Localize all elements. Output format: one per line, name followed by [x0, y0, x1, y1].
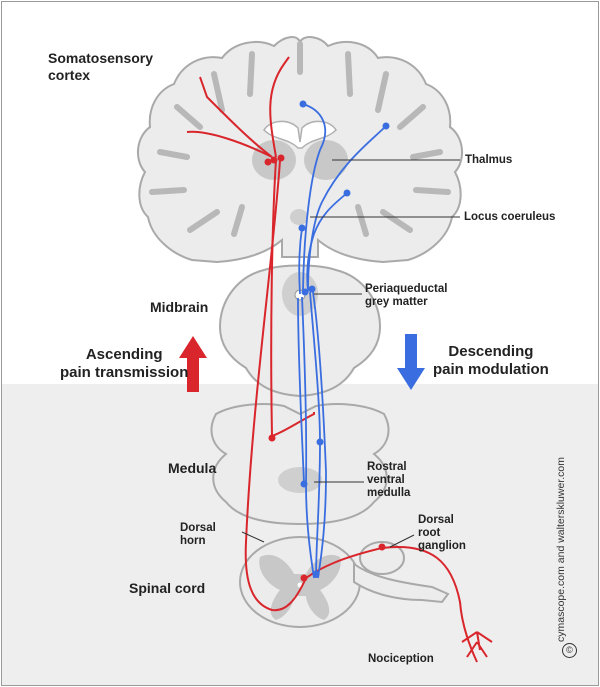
- label-spinal-cord: Spinal cord: [129, 580, 206, 596]
- periaqueductal-line1: Periaqueductal: [365, 283, 448, 295]
- ascending-synapses: [264, 154, 386, 582]
- spinal-cord-section: [239, 536, 450, 628]
- label-dorsal-horn: Dorsal horn: [180, 522, 216, 548]
- descending-line2: pain modulation: [433, 361, 549, 378]
- descending-arrow: [397, 334, 425, 390]
- descending-synapses: [298, 100, 390, 578]
- copyright-icon: ©: [562, 643, 577, 658]
- somatosensory-line1: Somatosensory: [48, 50, 154, 66]
- label-dorsal-root-ganglion: Dorsal root ganglion: [418, 514, 466, 553]
- label-descending: Descending pain modulation: [433, 343, 549, 379]
- ascending-line2: pain transmission: [60, 364, 189, 381]
- credit-text: cymascope.com and walterskluwer.com: [555, 457, 567, 642]
- somatosensory-line2: cortex: [48, 67, 91, 83]
- label-somatosensory-cortex: Somatosensory cortex: [48, 50, 153, 84]
- rostral-line3: medulla: [367, 487, 411, 499]
- dorsal-horn-line1: Dorsal: [180, 522, 216, 534]
- label-nociception: Nociception: [368, 653, 434, 665]
- drg-line2: root: [418, 527, 441, 539]
- ascending-line1: Ascending: [85, 346, 163, 363]
- label-periaqueductal-grey: Periaqueductal grey matter: [365, 283, 447, 309]
- descending-line1: Descending: [448, 343, 534, 360]
- rostral-line2: ventral: [367, 474, 405, 486]
- leader-lines: [241, 159, 460, 548]
- locus-coeruleus-region: [290, 209, 308, 225]
- periaqueductal-line2: grey matter: [365, 296, 428, 308]
- drg-line3: ganglion: [418, 540, 466, 552]
- lateral-ventricles: [263, 120, 337, 149]
- ascending-pathway: [186, 56, 493, 663]
- ascending-arrow: [179, 336, 207, 392]
- rostral-line1: Rostral: [367, 461, 407, 473]
- label-ascending: Ascending pain transmission: [60, 346, 188, 382]
- label-locus-coeruleus: Locus coeruleus: [464, 211, 556, 223]
- dorsal-horn-line2: horn: [180, 535, 206, 547]
- label-midbrain: Midbrain: [150, 299, 209, 315]
- label-medula: Medula: [168, 460, 217, 476]
- label-thalmus: Thalmus: [465, 154, 513, 166]
- brain-sulci: [149, 41, 451, 237]
- drg-line1: Dorsal: [418, 514, 454, 526]
- rostral-ventral-grey: [278, 467, 322, 493]
- spinal-nerve: [353, 562, 450, 604]
- label-rostral-ventral-medulla: Rostral ventral medulla: [367, 461, 410, 500]
